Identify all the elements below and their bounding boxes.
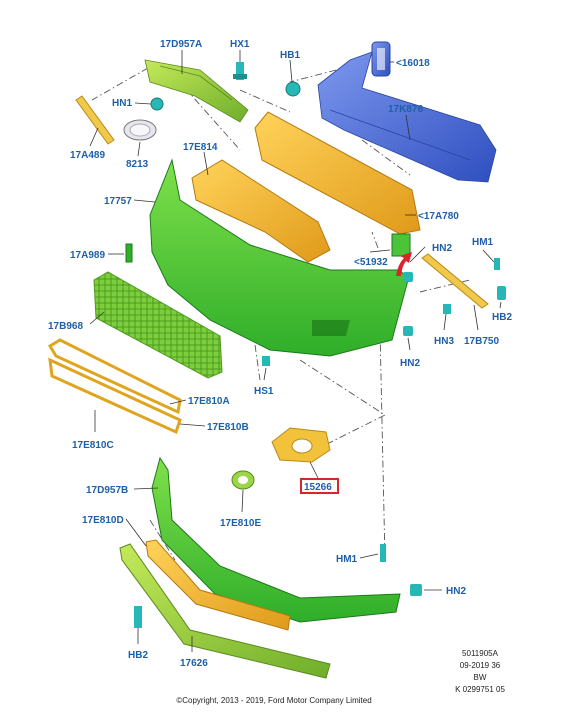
label-HN1[interactable]: HN1 xyxy=(112,98,132,109)
upper-bracket-part xyxy=(144,59,249,123)
label-HN2-upper[interactable]: HN2 xyxy=(432,243,452,254)
part-15266-highlight-box xyxy=(300,478,339,494)
bracket-17B750-part xyxy=(421,253,489,309)
info-line-4: K 0299751 05 xyxy=(455,685,505,694)
hx1-fastener xyxy=(233,62,247,80)
label-HN2-middle[interactable]: HN2 xyxy=(400,358,420,369)
label-17B968[interactable]: 17B968 xyxy=(48,321,83,332)
label-17D957B[interactable]: 17D957B xyxy=(86,485,128,496)
label-17K876[interactable]: 17K876 xyxy=(388,104,423,115)
label-17A780[interactable]: <17A780 xyxy=(418,211,459,222)
part-labels: 17D957A HX1 HB1 <16018 HN1 17K876 17A489… xyxy=(48,39,512,669)
label-17626[interactable]: 17626 xyxy=(180,658,208,669)
label-17A489[interactable]: 17A489 xyxy=(70,150,105,161)
clip-17A989-part xyxy=(125,243,133,263)
bumper-cover-17757-part xyxy=(149,158,409,357)
leader-lines xyxy=(89,50,502,652)
ring-17E810E-part xyxy=(231,470,255,490)
label-HS1[interactable]: HS1 xyxy=(254,386,274,397)
info-line-3: BW xyxy=(474,673,487,682)
diagram-info-block: 5011905A 09-2019 36 BW K 0299751 05 xyxy=(455,649,505,694)
label-17E810D[interactable]: 17E810D xyxy=(82,515,124,526)
label-8213[interactable]: 8213 xyxy=(126,159,149,170)
label-17E810A[interactable]: 17E810A xyxy=(188,396,230,407)
label-17E810E[interactable]: 17E810E xyxy=(220,518,261,529)
hn2-fastener-c xyxy=(410,584,422,596)
absorber-17E814-part xyxy=(191,159,331,263)
label-HB2-upper[interactable]: HB2 xyxy=(492,312,512,323)
emblem-8213-part xyxy=(123,119,157,141)
label-HN3[interactable]: HN3 xyxy=(434,336,454,347)
label-16018[interactable]: <16018 xyxy=(396,58,430,69)
label-51932[interactable]: <51932 xyxy=(354,257,388,268)
label-HM1-upper[interactable]: HM1 xyxy=(472,237,494,248)
hn1-fastener xyxy=(150,97,164,111)
hn2-fastener-a xyxy=(403,272,413,282)
label-17E810C[interactable]: 17E810C xyxy=(72,440,114,451)
info-line-1: 5011905A xyxy=(462,649,499,658)
beam-17A780-part xyxy=(254,111,421,235)
molding-17E810-part xyxy=(47,338,182,435)
grille-17B968-part xyxy=(93,271,223,379)
bracket-51932-part xyxy=(391,233,412,276)
hm1-fastener-a xyxy=(494,258,500,270)
label-17A989[interactable]: 17A989 xyxy=(70,250,105,261)
lower-strip-17626-part xyxy=(119,543,331,679)
hn2-fastener-b xyxy=(403,326,413,336)
strip-17E810D-part xyxy=(145,539,291,631)
label-17E810B[interactable]: 17E810B xyxy=(207,422,249,433)
label-17757[interactable]: 17757 xyxy=(104,196,132,207)
hb2-bolt-a xyxy=(497,286,506,300)
lower-lip-17D957B-part xyxy=(151,456,401,623)
hs1-fastener xyxy=(262,356,270,366)
strip-17A489-part xyxy=(75,95,115,145)
label-HN2-lower[interactable]: HN2 xyxy=(446,586,466,597)
hb1-bolt xyxy=(285,81,301,97)
label-17E814[interactable]: 17E814 xyxy=(183,142,218,153)
info-line-2: 09-2019 36 xyxy=(460,661,501,670)
label-17D957A[interactable]: 17D957A xyxy=(160,39,202,50)
copyright-text: ©Copyright, 2013 - 2019, Ford Motor Comp… xyxy=(176,696,371,705)
label-15266[interactable]: 15266 xyxy=(304,482,332,493)
bracket-16018-part xyxy=(371,41,391,77)
label-HM1-lower[interactable]: HM1 xyxy=(336,554,358,565)
hn3-fastener xyxy=(443,304,451,314)
hb2-bolt-b xyxy=(134,606,142,628)
label-HB1[interactable]: HB1 xyxy=(280,50,300,61)
label-HX1[interactable]: HX1 xyxy=(230,39,250,50)
fog-bezel-15266-part xyxy=(271,427,331,463)
label-17B750[interactable]: 17B750 xyxy=(464,336,499,347)
reinforcement-17K876-part xyxy=(317,51,497,183)
label-HB2-lower[interactable]: HB2 xyxy=(128,650,148,661)
hm1-fastener-b xyxy=(380,544,386,562)
